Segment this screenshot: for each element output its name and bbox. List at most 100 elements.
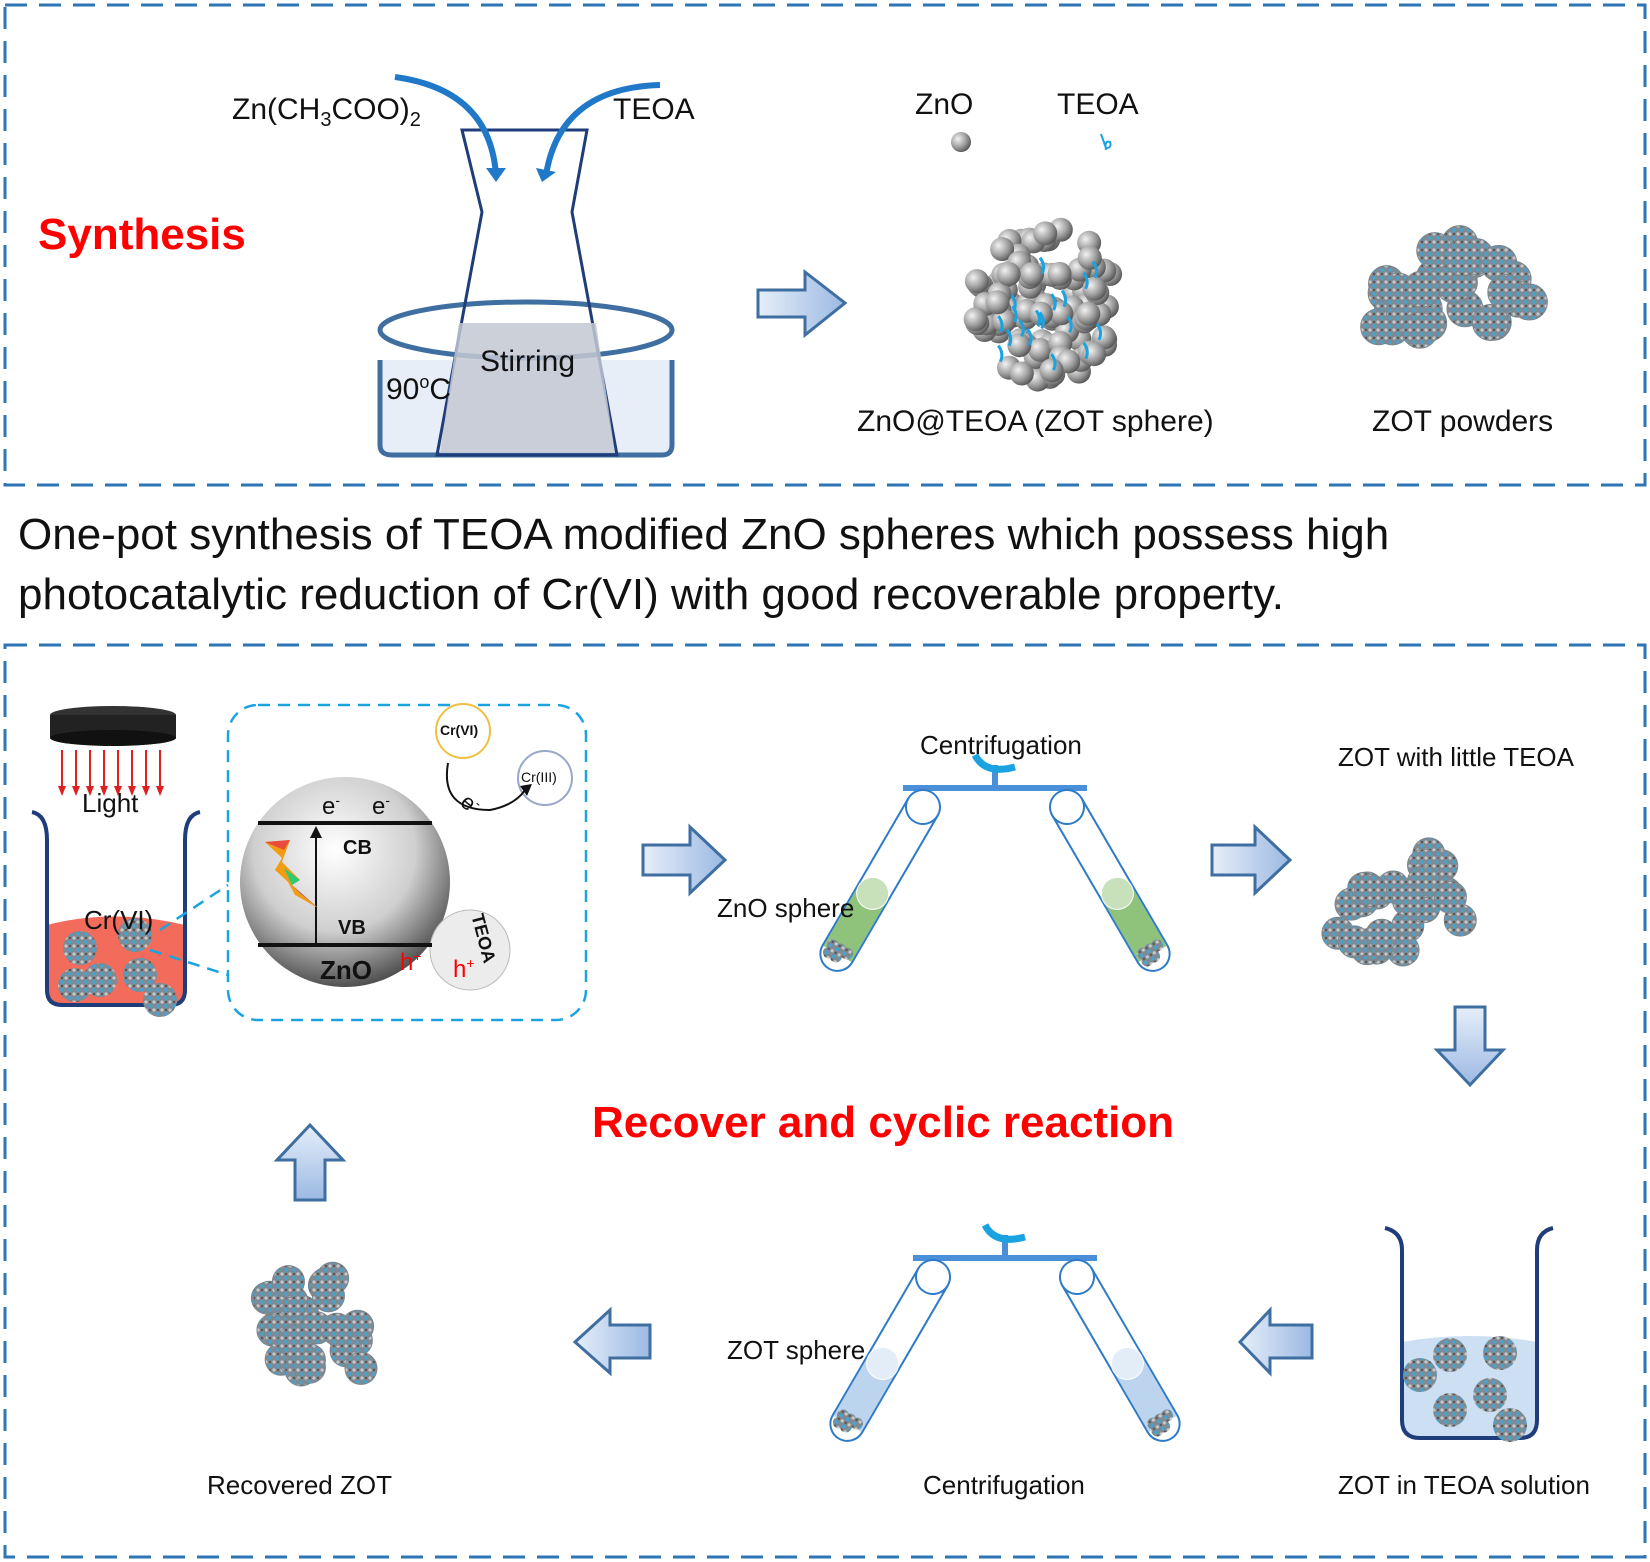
teoa-strand — [1005, 328, 1013, 347]
zno-nanoparticle — [1007, 333, 1032, 358]
temperature-value: 90 — [386, 373, 420, 406]
hole-symbol: h — [400, 949, 414, 976]
zno-nanoparticle — [992, 308, 1017, 333]
light-ray-head — [86, 786, 94, 796]
reagent-arrow-2 — [543, 82, 661, 176]
zot-particle — [320, 1312, 354, 1346]
zot-little-teoa-pile — [1321, 837, 1477, 967]
reagent-zinc-acetate-text: Zn(CH3COO) — [232, 93, 410, 131]
electron-symbol: e — [322, 793, 336, 820]
rotor-bar — [903, 785, 1087, 791]
sediment-particle — [1150, 939, 1163, 952]
mechanism-callout — [226, 703, 588, 1022]
zot-sphere-tube-label: ZOT sphere — [727, 1335, 866, 1365]
recovered-zot-pile — [250, 1261, 378, 1387]
teoa-strand — [997, 344, 1004, 363]
cr3-circle — [517, 750, 573, 806]
teoa-strand — [1026, 327, 1033, 346]
zno-label: ZnO — [320, 955, 372, 985]
zot-particle — [1433, 1338, 1467, 1372]
teoa-strand — [997, 315, 1004, 333]
cr6-label: Cr(VI) — [440, 722, 479, 738]
teoa-strand — [1050, 293, 1057, 311]
lamp-icon — [50, 706, 176, 746]
teoa-strand — [1034, 309, 1042, 328]
zot-particle — [1433, 880, 1467, 914]
cycle-frame — [3, 643, 1647, 1559]
electron-charge: - — [385, 792, 391, 808]
centrifuge-tube — [1059, 1259, 1181, 1442]
zot-powders-caption: ZOT powders — [1372, 405, 1554, 438]
teoa-particle — [429, 909, 511, 991]
legend-teoa-label: TEOA — [1057, 88, 1139, 121]
sediment-particle — [1148, 950, 1161, 963]
zot-particle — [276, 1324, 310, 1358]
zot-particle — [1510, 283, 1548, 321]
teoa-strand — [1038, 256, 1046, 275]
reagent-arrow-1 — [394, 74, 499, 176]
electron-symbol: e — [372, 793, 386, 820]
hole-symbol: h — [453, 956, 467, 983]
synthesis-frame — [3, 3, 1647, 487]
process-arrow-1 — [641, 823, 728, 897]
summary-line-2: photocatalytic reduction of Cr(VI) with … — [18, 570, 1285, 619]
flask — [435, 128, 619, 457]
zot-particle — [1337, 925, 1371, 959]
centrifuge-tube — [829, 1259, 951, 1442]
zot-little-teoa-label: ZOT with little TEOA — [1338, 742, 1574, 772]
process-arrow-2 — [1210, 823, 1293, 897]
light-ray-head — [114, 786, 122, 796]
sediment-particle — [840, 947, 853, 960]
zot-particle — [1354, 873, 1388, 907]
zot-particle — [271, 1265, 305, 1299]
teoa-beaker — [1384, 1226, 1554, 1440]
vb-label: VB — [338, 917, 366, 939]
teoa-strand — [1066, 315, 1073, 334]
light-ray-head — [58, 786, 66, 796]
zot-powders-pile — [1360, 225, 1548, 349]
zot-particle — [58, 968, 92, 1002]
hole-1: h+ — [400, 948, 422, 977]
zot-particle — [1471, 303, 1509, 341]
teoa-legend-icon — [1100, 133, 1112, 151]
rainbow-lightning-icon — [265, 840, 318, 908]
stirring-label: Stirring — [480, 345, 576, 378]
zno-nanoparticle — [1033, 221, 1058, 246]
zot-particle — [1401, 311, 1439, 349]
process-arrow-5 — [572, 1306, 652, 1377]
zot-particle — [63, 931, 97, 965]
teoa-strand — [1050, 353, 1057, 371]
light-ray-head — [128, 786, 136, 796]
reagent-teoa: TEOA — [613, 93, 695, 126]
teoa-strand — [1095, 322, 1103, 341]
process-arrow-6 — [273, 1122, 347, 1202]
rotation-arrow-icon — [981, 1223, 1026, 1243]
electron-charge: - — [335, 792, 341, 808]
zno-particle — [240, 777, 450, 987]
zot-particle — [118, 918, 152, 952]
centrifuge-top — [819, 753, 1171, 972]
synthesis-title: Synthesis — [38, 210, 246, 259]
centrifuge-bottom — [829, 1223, 1181, 1442]
centrifugation-top-label: Centrifugation — [920, 730, 1082, 760]
zno-nanoparticle — [1028, 337, 1053, 362]
recovered-zot-label: Recovered ZOT — [207, 1470, 392, 1500]
light-ray-head — [100, 786, 108, 796]
cr3-label: Cr(III) — [521, 769, 557, 785]
centrifuge-tube — [819, 789, 941, 972]
rotor-shaft — [1002, 1235, 1008, 1255]
teoa-strand — [1091, 260, 1099, 279]
electron-2: e- — [372, 792, 390, 821]
zot-particle — [1493, 1408, 1527, 1442]
zot-particle — [1443, 239, 1481, 277]
sediment-particle — [839, 1420, 852, 1433]
zot-particle — [1402, 270, 1440, 308]
reduction-arrow — [445, 762, 526, 812]
electron-1: e- — [322, 792, 340, 821]
rotor-bar — [913, 1255, 1097, 1261]
zot-particle — [1365, 918, 1399, 952]
process-arrow-3 — [1433, 1005, 1507, 1088]
zot-particle — [1391, 883, 1425, 917]
process-arrow-4 — [1237, 1306, 1314, 1377]
summary-line-1: One-pot synthesis of TEOA modified ZnO s… — [18, 510, 1390, 559]
